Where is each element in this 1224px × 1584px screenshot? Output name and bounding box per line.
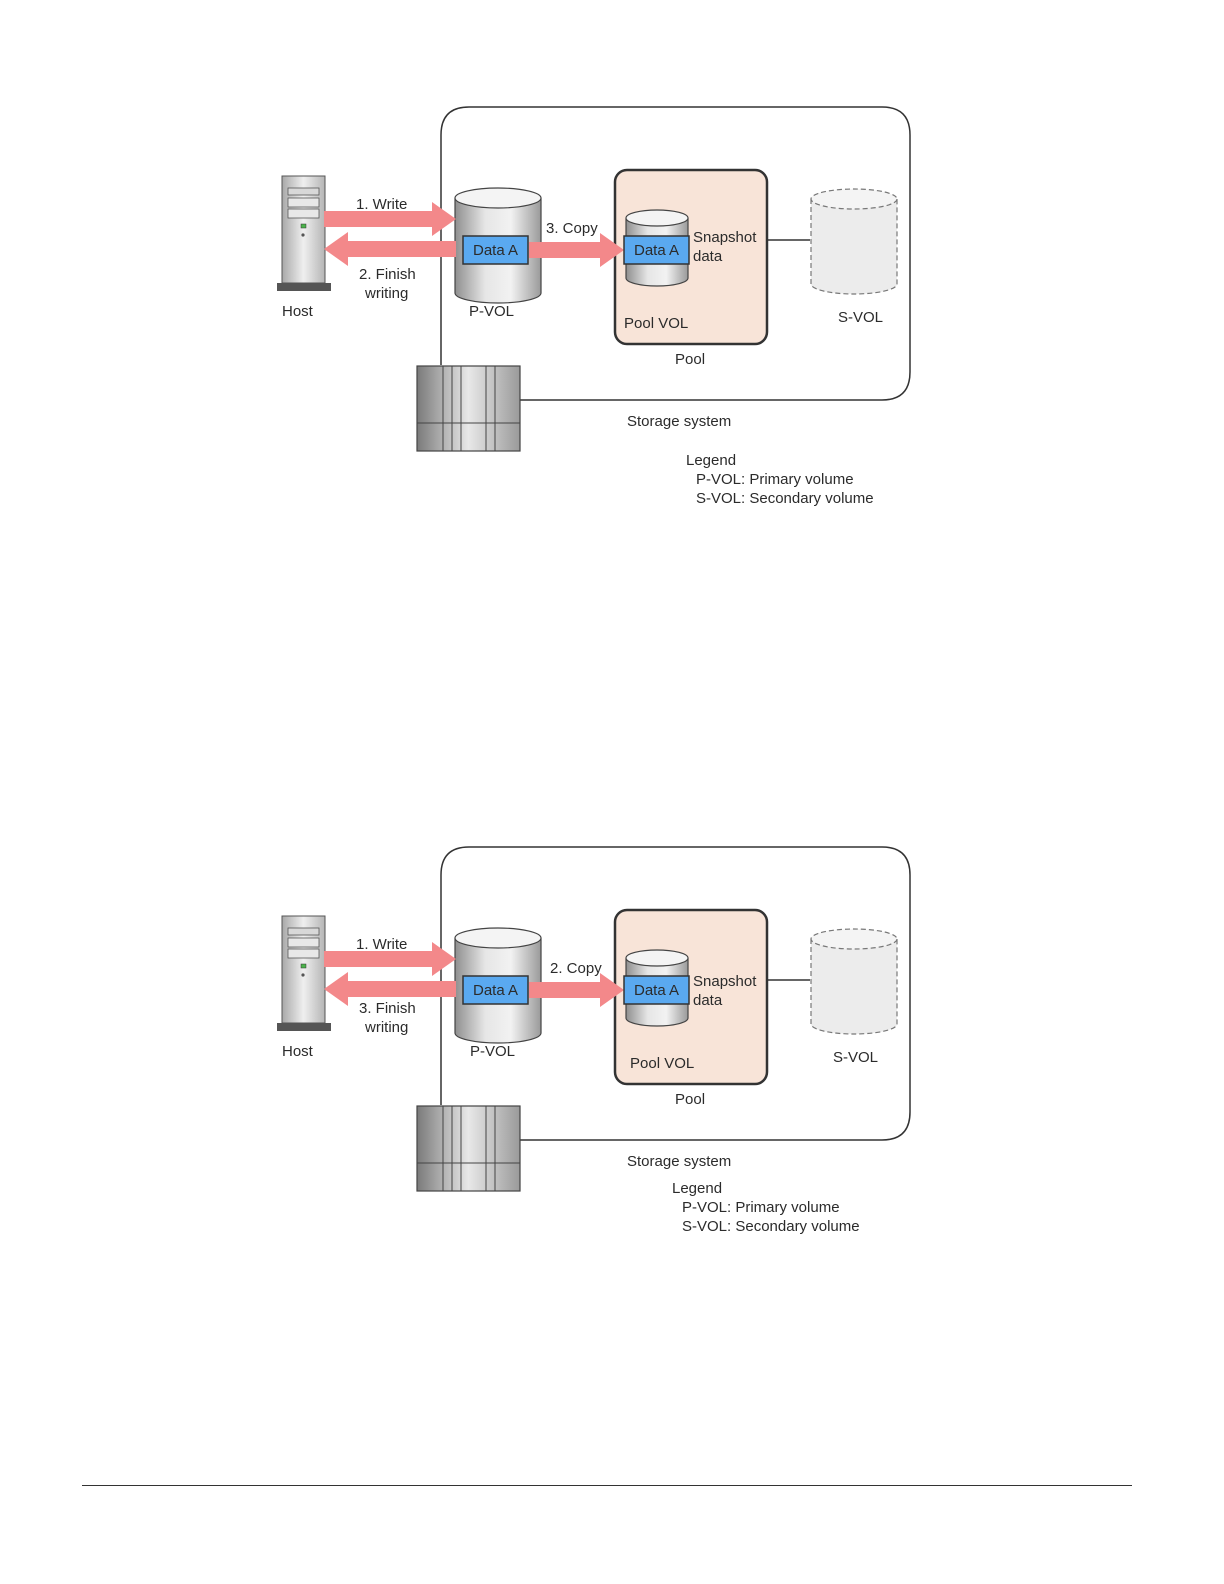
copy-label: 3. Copy: [546, 220, 598, 237]
copy-arrow: [529, 233, 624, 267]
storage-system-label: Storage system: [627, 413, 731, 430]
write-label: 1. Write: [356, 196, 407, 213]
pool-data-box: [623, 975, 690, 1005]
copy-arrow: [529, 973, 624, 1007]
finish-writing-arrow: [324, 972, 456, 1006]
pvol-data-label: Data A: [473, 242, 518, 259]
svol-label: S-VOL: [838, 309, 883, 326]
pool-vol-label: Pool VOL: [624, 315, 688, 332]
finish-label-line2: writing: [364, 1019, 408, 1036]
pool-label: Pool: [675, 351, 705, 368]
finish-label-line1: 3. Finish: [359, 1000, 416, 1017]
pool-data-box: [623, 235, 690, 265]
host-label: Host: [282, 303, 314, 320]
storage-system-boundary: [440, 846, 911, 1141]
snapshot-diagram-copy-then-finish: Host Data A Data A: [0, 830, 1224, 1290]
finish-label-line1: 2. Finish: [359, 266, 416, 283]
storage-rack-icon: [416, 365, 521, 452]
legend-pvol: P-VOL: Primary volume: [696, 471, 854, 488]
pvol-data-box: [462, 235, 529, 265]
host-server-icon: [277, 915, 331, 1031]
finish-writing-arrow: [324, 232, 456, 266]
pvol-data-box: [462, 975, 529, 1005]
host-label: Host: [282, 1043, 314, 1060]
pool-label: Pool: [675, 1091, 705, 1108]
pvol-label: P-VOL: [470, 1043, 515, 1060]
pvol-data-label: Data A: [473, 982, 518, 999]
svol-label: S-VOL: [833, 1049, 878, 1066]
svol-cylinder-icon: [810, 188, 898, 295]
snapshot-label-line2: data: [693, 248, 723, 265]
pool-data-label: Data A: [634, 242, 679, 259]
legend-pvol: P-VOL: Primary volume: [682, 1199, 840, 1216]
snapshot-diagram-write-then-copy: Host Data A Data A: [0, 90, 1224, 550]
footer-rule: [82, 1485, 1132, 1486]
legend-svol: S-VOL: Secondary volume: [696, 490, 874, 507]
storage-system-boundary: [440, 106, 911, 401]
finish-label-line2: writing: [364, 285, 408, 302]
legend-svol: S-VOL: Secondary volume: [682, 1218, 860, 1235]
host-server-icon: [277, 175, 331, 291]
pvol-label: P-VOL: [469, 303, 514, 320]
snapshot-label-line2: data: [693, 992, 723, 1009]
write-arrow: [324, 202, 456, 236]
snapshot-label-line1: Snapshot: [693, 973, 757, 990]
write-label: 1. Write: [356, 936, 407, 953]
write-arrow: [324, 942, 456, 976]
storage-system-label: Storage system: [627, 1153, 731, 1170]
storage-rack-icon: [416, 1105, 521, 1192]
snapshot-label-line1: Snapshot: [693, 229, 757, 246]
copy-label: 2. Copy: [550, 960, 602, 977]
svol-cylinder-icon: [810, 928, 898, 1035]
pool-vol-label: Pool VOL: [630, 1055, 694, 1072]
pool-data-label: Data A: [634, 982, 679, 999]
legend-title: Legend: [686, 452, 736, 469]
legend-title: Legend: [672, 1180, 722, 1197]
